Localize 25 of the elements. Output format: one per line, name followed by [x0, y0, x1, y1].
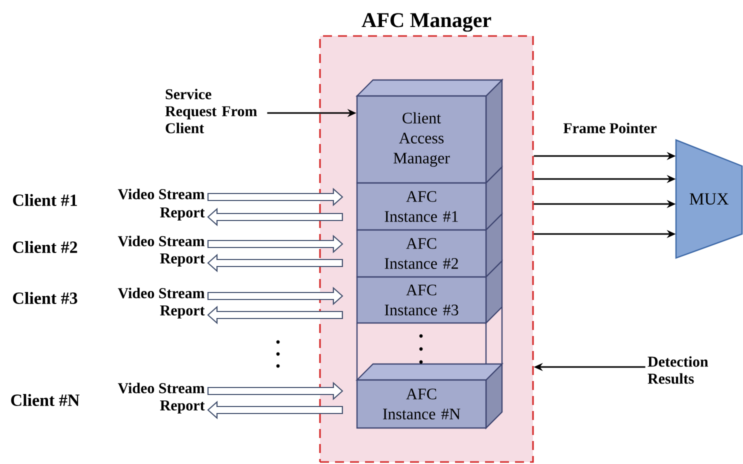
edge-label: Video Stream	[118, 236, 205, 246]
text-label: Detection Results	[648, 356, 708, 384]
edge-label: Video Stream	[118, 382, 205, 394]
text-label: Client #3	[13, 292, 78, 304]
hollow-arrow	[207, 188, 344, 206]
hollow-arrow	[207, 306, 343, 324]
hollow-arrow	[207, 254, 343, 272]
text-label: Client #N	[11, 394, 80, 406]
hollow-arrow	[207, 400, 343, 420]
multiplexer-block: MUX	[675, 139, 743, 259]
hollow-arrow	[207, 286, 344, 306]
text-label: Frame Pointer	[563, 122, 657, 134]
edge-label: Report	[160, 254, 205, 267]
edge-label: Report	[160, 306, 205, 319]
edge-label: Video Stream	[118, 188, 205, 200]
node-label: AFC Manager	[362, 13, 492, 32]
edge-label: Report	[160, 400, 205, 414]
hollow-arrow	[207, 208, 343, 226]
hollow-arrow	[207, 234, 344, 254]
edge-label: Video Stream	[118, 288, 205, 298]
text-label: Service Request From Client	[165, 88, 257, 134]
text-label: Client #2	[13, 241, 78, 253]
edge-label: Report	[160, 208, 205, 221]
hollow-arrow	[207, 382, 344, 400]
text-label: Client #1	[13, 194, 77, 206]
